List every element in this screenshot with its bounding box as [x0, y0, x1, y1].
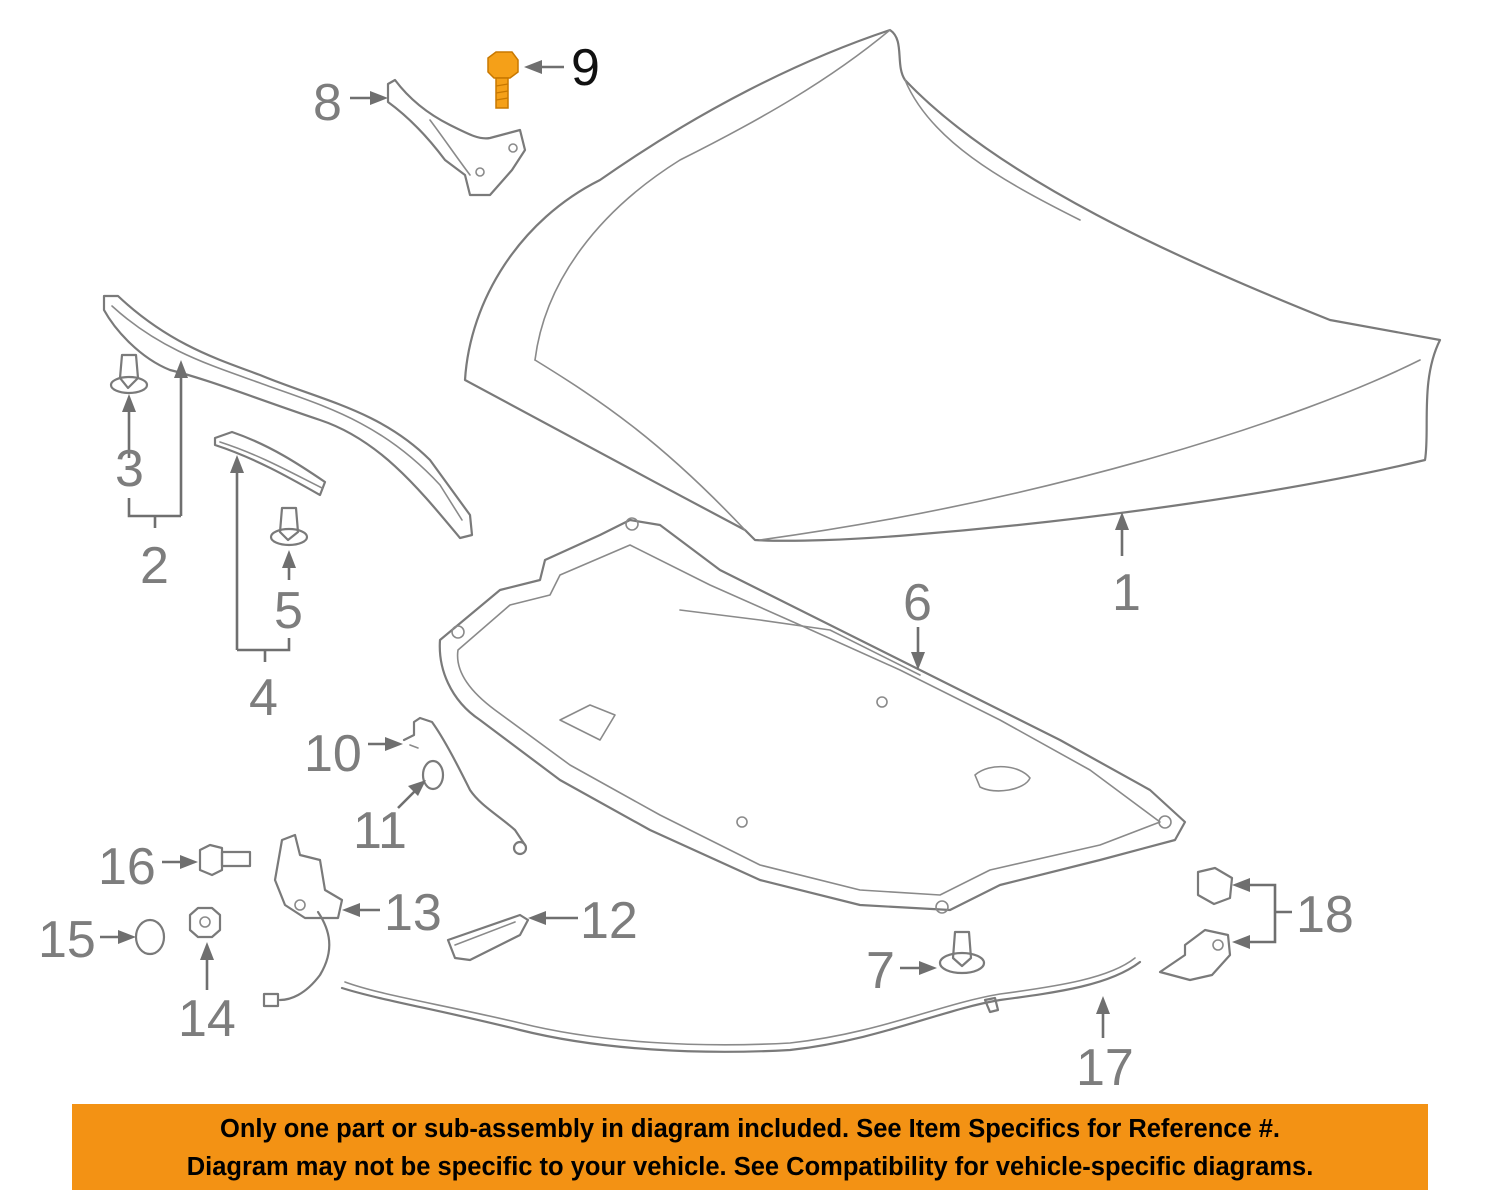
- callout-labels: 1 2 3 4 5 6 7 8 9 10 11 12 13 14 15 16 1…: [38, 39, 1354, 1097]
- callout-8: 8: [313, 74, 342, 132]
- seal-clip-3: [109, 353, 149, 395]
- callout-6: 6: [903, 574, 932, 632]
- hood-bumper: [1196, 866, 1234, 906]
- callout-17: 17: [1076, 1039, 1134, 1097]
- callout-16: 16: [98, 838, 156, 896]
- hood-lock: [262, 833, 344, 1008]
- callout-4: 4: [249, 669, 278, 727]
- lock-bolt: [198, 843, 252, 877]
- callout-2: 2: [140, 537, 169, 595]
- access-plug: [134, 918, 166, 956]
- hood-panel: [463, 28, 1442, 542]
- lock-striker: [1158, 928, 1232, 982]
- disclaimer-banner: Only one part or sub-assembly in diagram…: [72, 1104, 1428, 1190]
- callout-13: 13: [384, 884, 442, 942]
- seal-clip-5: [269, 506, 309, 547]
- hood-hinge: [386, 78, 527, 197]
- callout-10: 10: [304, 725, 362, 783]
- lock-nut: [188, 906, 222, 939]
- hinge-bolt-highlighted: [487, 51, 519, 109]
- hood-seal-short: [213, 430, 327, 497]
- callout-14: 14: [178, 990, 236, 1048]
- hood-insulator: [438, 517, 1187, 914]
- callout-3: 3: [115, 440, 144, 498]
- disclaimer-line-2: Diagram may not be specific to your vehi…: [186, 1153, 1314, 1181]
- callout-1: 1: [1112, 564, 1141, 622]
- release-cable: [340, 957, 1142, 1053]
- callout-12: 12: [580, 892, 638, 950]
- rod-grommet: [421, 759, 445, 791]
- callout-15: 15: [38, 911, 96, 969]
- callout-7: 7: [866, 942, 895, 1000]
- callout-18: 18: [1296, 886, 1354, 944]
- rod-holder: [446, 913, 530, 962]
- hood-seal-long: [102, 294, 474, 540]
- leader-lines: [100, 60, 1292, 1038]
- disclaimer-line-1: Only one part or sub-assembly in diagram…: [220, 1115, 1280, 1143]
- callout-9: 9: [571, 39, 600, 97]
- callout-5: 5: [274, 582, 303, 640]
- insulator-clip: [938, 930, 986, 975]
- hood-support-rod: [402, 716, 528, 856]
- callout-11: 11: [353, 802, 407, 860]
